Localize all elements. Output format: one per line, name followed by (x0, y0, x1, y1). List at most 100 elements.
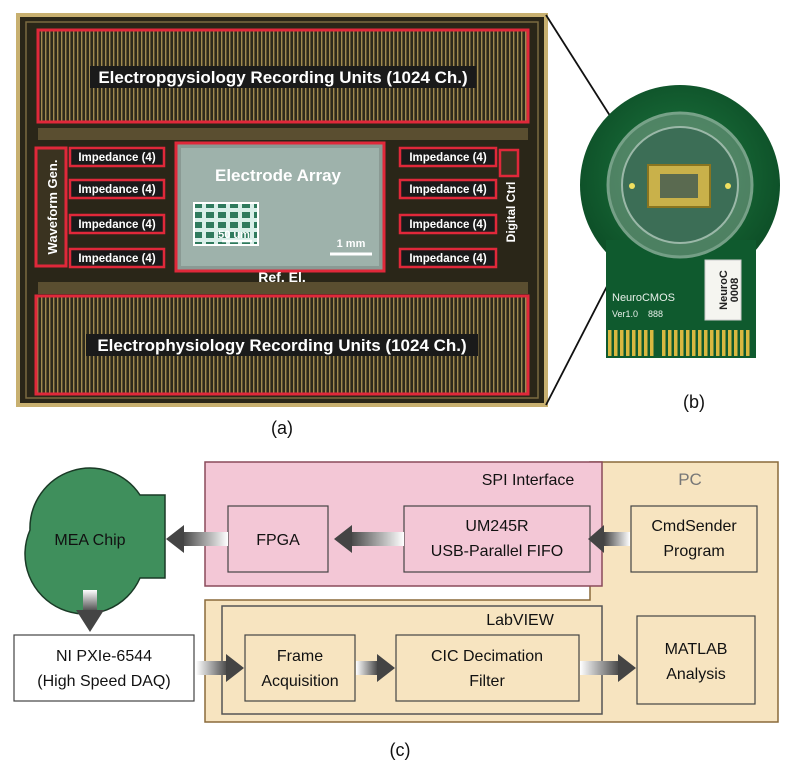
fpga-label: FPGA (256, 532, 300, 549)
waveform-outline (34, 146, 68, 268)
pcb-gold-finger (692, 330, 696, 356)
spi-interface-label: SPI Interface (482, 472, 575, 489)
waveform-label: Waveform Gen. (45, 160, 60, 255)
ni-daq-label-line2: (High Speed DAQ) (37, 673, 170, 690)
mea-chip-label: MEA Chip (54, 532, 125, 549)
pcb-gold-finger (608, 330, 612, 356)
pcb-gold-finger (722, 330, 726, 356)
pcb-gold-finger (674, 330, 678, 356)
cic-filter-label-line2: Filter (469, 673, 505, 690)
top-recording-label: Electropgysiology Recording Units (1024 … (98, 68, 467, 87)
arrow-mea-to-daq (76, 590, 104, 632)
pcb-gold-finger (680, 330, 684, 356)
pc-region-label: PC (678, 470, 702, 489)
impedance-right-label: Impedance (4) (409, 152, 486, 164)
bottom-recording-outline (34, 294, 530, 396)
pcb-board-ver: Ver1.0 (612, 309, 638, 319)
digital-ctrl-label: Digital Ctrl (504, 182, 518, 243)
arrow-cic-to-matlab (580, 654, 636, 682)
bottom-recording-label: Electrophysiology Recording Units (1024 … (97, 336, 466, 355)
cic-filter-block (395, 634, 580, 702)
impedance-right-label: Impedance (4) (409, 219, 486, 231)
pcb-gold-finger (620, 330, 624, 356)
arrow-frame-to-cic (356, 654, 395, 682)
panel-a-caption: (a) (271, 418, 293, 438)
impedance-right-label: Impedance (4) (409, 184, 486, 196)
pcb-edge-connector (608, 330, 750, 356)
panel-b: NeuroC 0008 NeuroCMOS Ver1.0 888 (b) (580, 85, 780, 412)
cmdsender-block (630, 505, 758, 573)
impedance-left-group: Impedance (4) Impedance (4) Impedance (4… (68, 146, 166, 269)
pcb-gold-finger (638, 330, 642, 356)
panel-a: Electropgysiology Recording Units (1024 … (16, 13, 548, 438)
fpga-block (227, 505, 329, 573)
impedance-right-box (398, 146, 498, 168)
impedance-right-label: Impedance (4) (409, 253, 486, 265)
pcb-board-label: NeuroCMOS (612, 292, 675, 304)
impedance-left-label: Impedance (4) (78, 219, 155, 231)
ni-daq-label-line1: NI PXIe-6544 (56, 648, 152, 665)
labview-label: LabVIEW (486, 612, 554, 629)
cmdsender-label-line1: CmdSender (651, 518, 737, 535)
pcb-gold-finger (668, 330, 672, 356)
bottom-recording-label-bg (86, 334, 478, 356)
impedance-right-box (398, 247, 498, 269)
um245r-label-line1: UM245R (465, 518, 528, 535)
pcb-sticker-line1: NeuroC (718, 270, 730, 310)
pcb-gold-finger (614, 330, 618, 356)
pcb-gold-finger (662, 330, 666, 356)
um245r-label-line2: USB-Parallel FIFO (431, 543, 563, 560)
arrow-fpga-to-mea (166, 525, 228, 553)
cic-filter-label-line1: CIC Decimation (431, 648, 543, 665)
arrow-um245r-to-fpga (334, 525, 404, 553)
panel-b-caption: (b) (683, 392, 705, 412)
pcb-gold-finger (650, 330, 654, 356)
impedance-left-label: Impedance (4) (78, 184, 155, 196)
electrode-array-inset (193, 202, 259, 246)
pcb-gold-finger (740, 330, 744, 356)
matlab-block (636, 615, 756, 705)
pcb-gold-finger (710, 330, 714, 356)
impedance-left-label: Impedance (4) (78, 253, 155, 265)
mea-chip-shape (24, 467, 166, 615)
pcb-chip-array (660, 174, 698, 198)
pcb-pad (725, 183, 731, 189)
arrow-cmd-to-um245r (588, 525, 630, 553)
die-inner-ring (25, 21, 539, 399)
impedance-right-group: Impedance (4) Impedance (4) Impedance (4… (398, 146, 498, 269)
impedance-left-box (68, 146, 166, 168)
pcb-gold-finger (686, 330, 690, 356)
impedance-right-box (398, 178, 498, 200)
pcb-gold-finger (698, 330, 702, 356)
ref-electrode-label: Ref. El. (258, 269, 305, 285)
pcb-gold-finger (626, 330, 630, 356)
pcb-gold-finger (746, 330, 750, 356)
digital-ctrl-outline (498, 148, 520, 178)
impedance-right-box (398, 213, 498, 235)
impedance-left-box (68, 247, 166, 269)
frame-acq-label-line2: Acquisition (261, 673, 338, 690)
ni-daq-block (13, 634, 195, 702)
matlab-label-line2: Analysis (666, 666, 726, 683)
top-recording-outline (36, 28, 530, 124)
pcb-sticker (704, 259, 742, 321)
main-scale-label: 1 mm (337, 238, 366, 250)
pcb-gold-finger (704, 330, 708, 356)
mid-routing-bottom (38, 282, 528, 294)
pcb-gold-finger (728, 330, 732, 356)
pcb-gold-finger (632, 330, 636, 356)
cmdsender-label-line2: Program (663, 543, 724, 560)
impedance-left-box (68, 213, 166, 235)
pcb-gold-finger (644, 330, 648, 356)
panel-c: PC SPI Interface LabVIEW MEA Chip FPGA U… (13, 461, 779, 760)
electrode-array-label: Electrode Array (215, 166, 342, 185)
impedance-left-box (68, 178, 166, 200)
um245r-block (403, 505, 591, 573)
inset-scale-label: 50 um (218, 229, 250, 241)
pcb-gold-finger (716, 330, 720, 356)
mid-routing-top (38, 128, 528, 140)
pcb-gold-finger (734, 330, 738, 356)
frame-acq-label-line1: Frame (277, 648, 323, 665)
matlab-label-line1: MATLAB (665, 641, 728, 658)
